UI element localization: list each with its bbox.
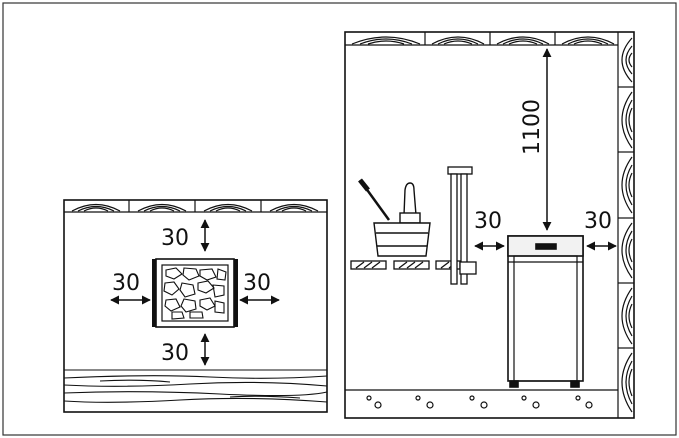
side-view: 1100 30 30 (344, 31, 635, 419)
bucket-and-ladle (358, 178, 431, 257)
sauna-stones (163, 267, 227, 320)
side-clearance-left-label: 30 (474, 209, 502, 234)
heater-side (507, 235, 584, 388)
front-view: 30 30 30 30 (63, 199, 328, 413)
heater-front (152, 258, 238, 328)
benches (350, 260, 461, 270)
clearance-ceiling-label: 1100 (520, 99, 545, 155)
clearance-left-label: 30 (112, 271, 140, 296)
clearance-right-label: 30 (243, 271, 271, 296)
wall-logs (617, 32, 634, 418)
clearance-top-label: 30 (161, 226, 189, 251)
side-clearance-right-label: 30 (584, 209, 612, 234)
ceiling-boards-front (64, 200, 327, 213)
ceiling-boards-side (345, 32, 618, 46)
clearance-bottom-label: 30 (161, 341, 189, 366)
heater-guard (447, 166, 477, 285)
floor-boards-front (63, 369, 328, 403)
floor-side (345, 389, 618, 409)
